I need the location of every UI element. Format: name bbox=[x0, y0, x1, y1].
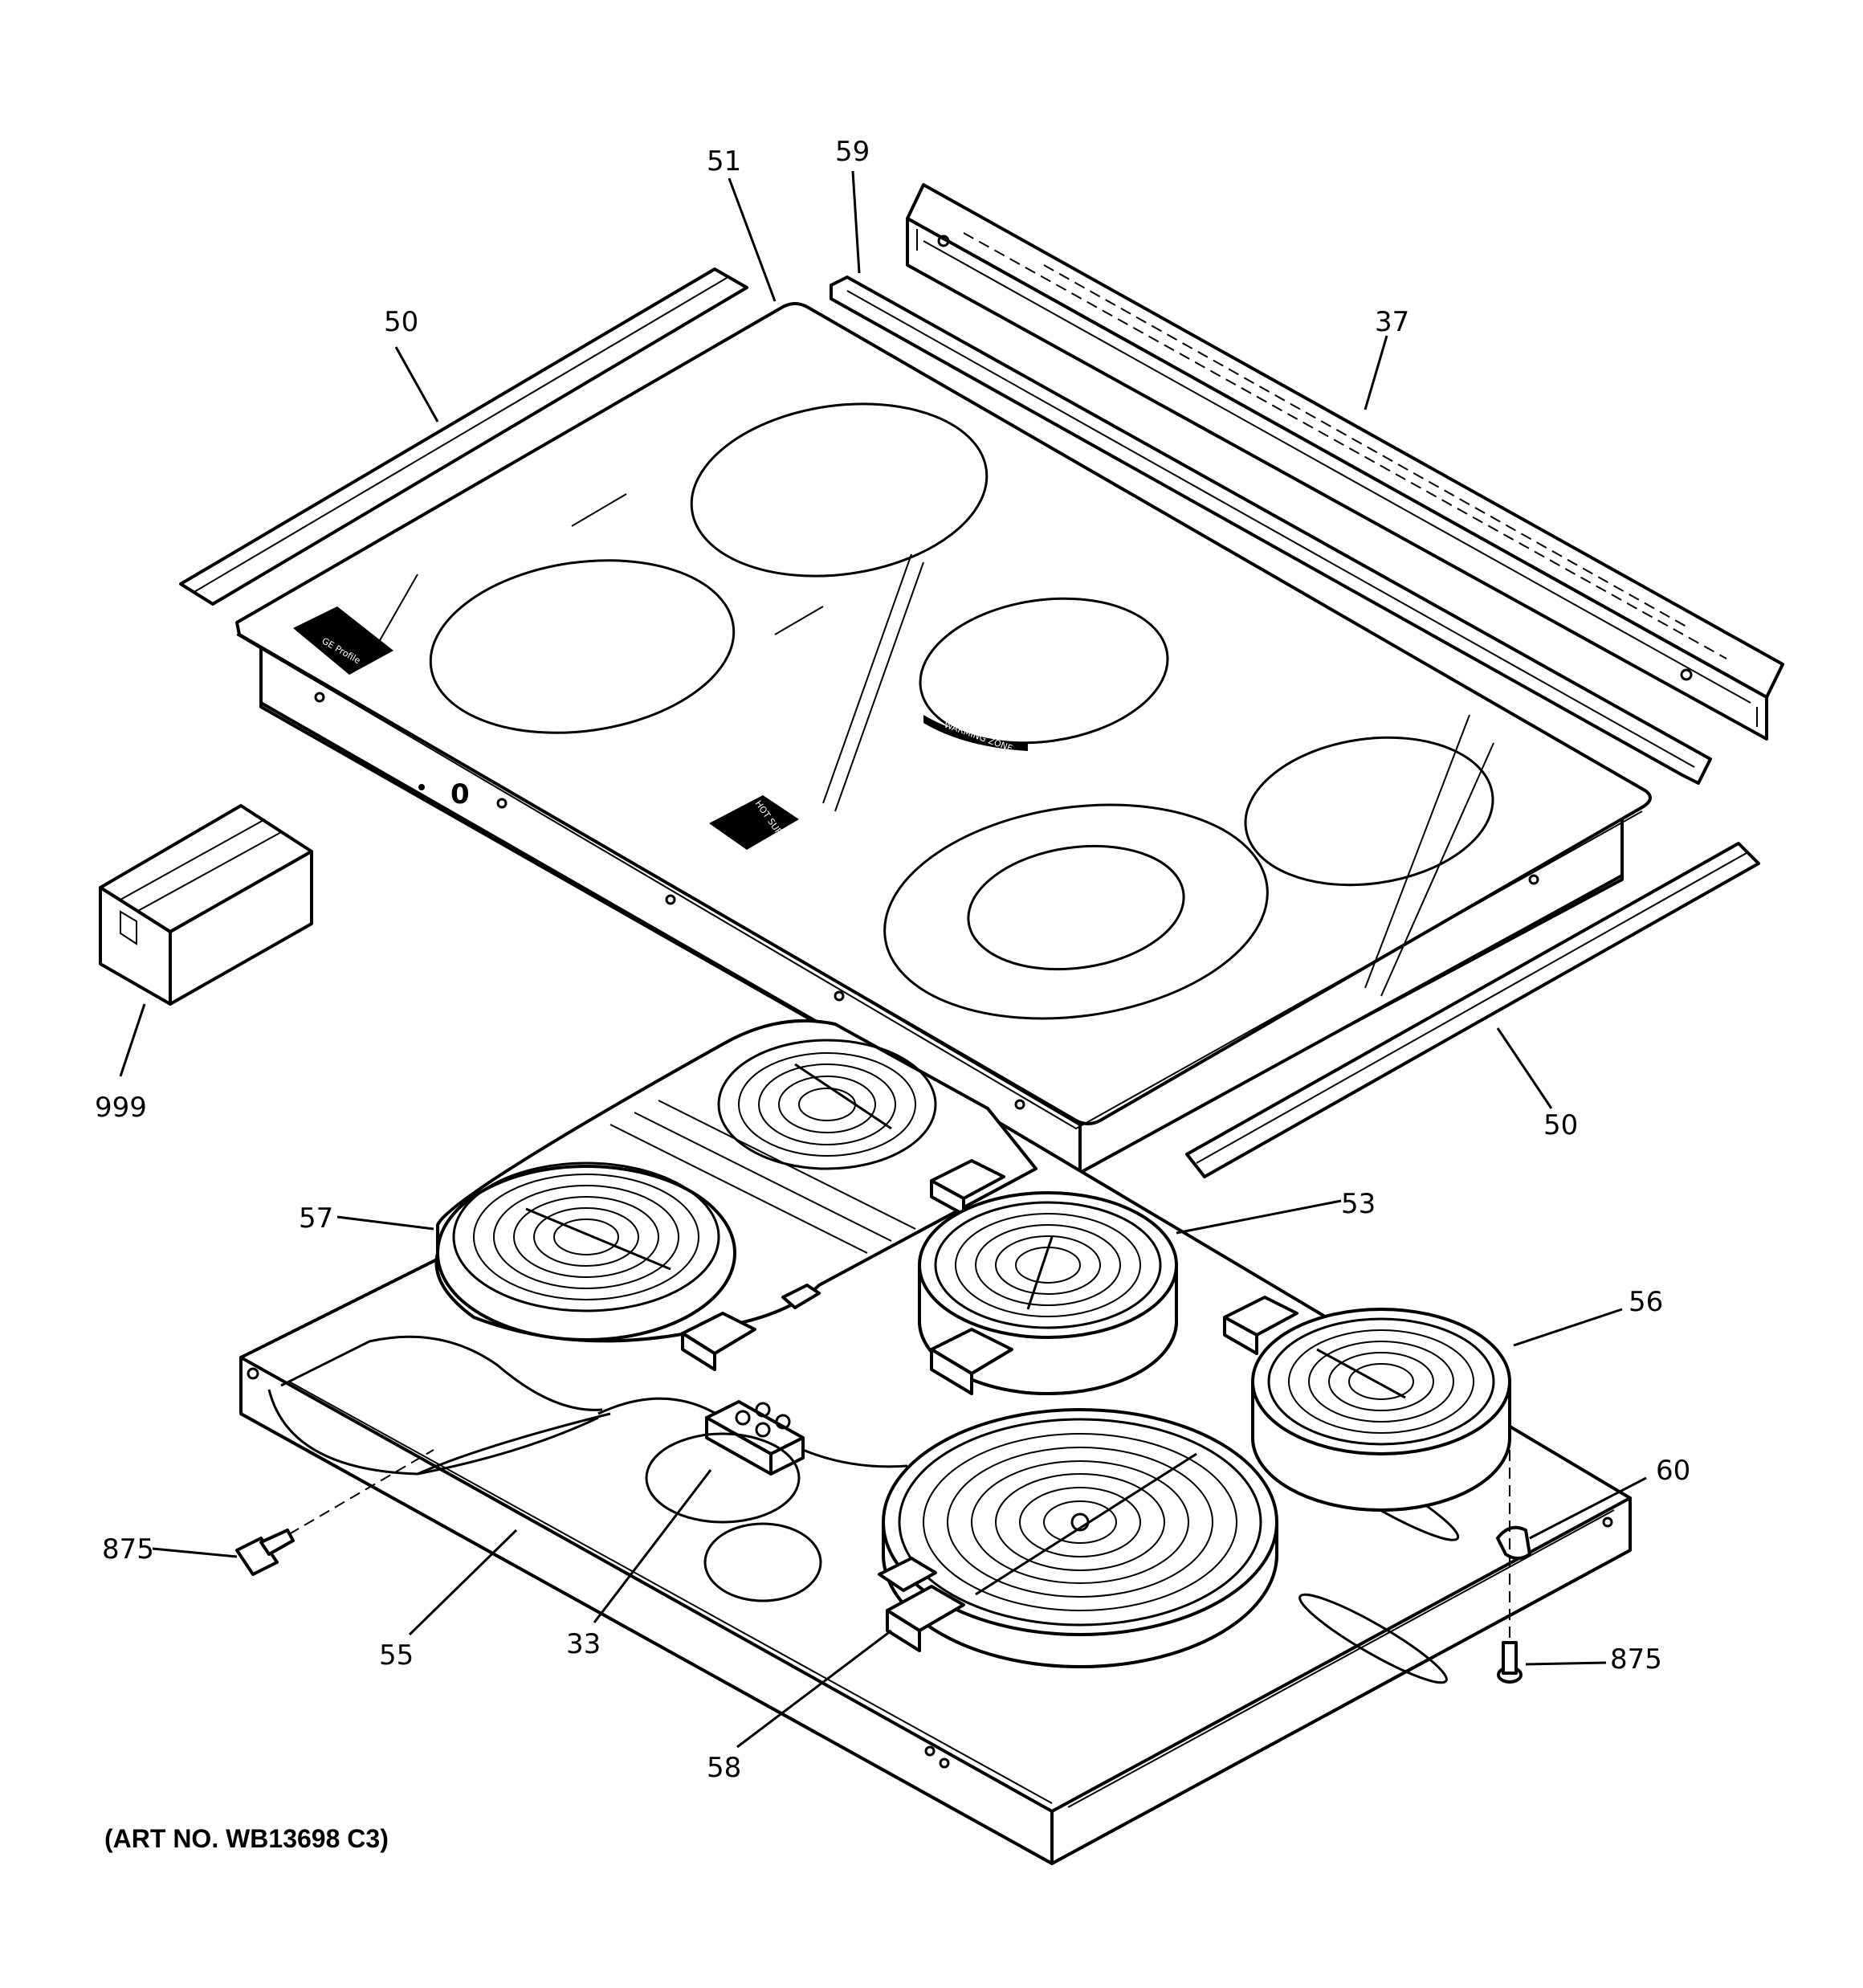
callout-56: 56 bbox=[1629, 1286, 1663, 1318]
part-50-right-trim-strip bbox=[1185, 842, 1760, 1178]
callout-51: 51 bbox=[707, 145, 741, 178]
callout-875-left: 875 bbox=[102, 1533, 154, 1565]
control-mark: 0 bbox=[450, 778, 470, 810]
part-56-radiant-element bbox=[1223, 1296, 1511, 1512]
callout-60: 60 bbox=[1656, 1455, 1690, 1487]
part-58-large-radiant-element bbox=[878, 1408, 1278, 1668]
callout-58: 58 bbox=[707, 1752, 741, 1784]
callout-37: 37 bbox=[1375, 306, 1409, 338]
part-875-screw-left bbox=[235, 1449, 434, 1576]
callouts: 50 51 59 37 999 50 57 53 56 60 875 875 5… bbox=[95, 136, 1690, 1784]
part-33-terminal-block bbox=[267, 1335, 908, 1524]
callout-57: 57 bbox=[299, 1202, 333, 1235]
callout-50-left: 50 bbox=[384, 306, 418, 338]
callout-999: 999 bbox=[95, 1092, 147, 1124]
callout-50-right: 50 bbox=[1543, 1109, 1578, 1141]
art-number: (ART NO. WB13698 C3) bbox=[104, 1824, 389, 1853]
part-60-clip bbox=[1496, 1450, 1531, 1639]
part-59-rear-strip bbox=[830, 276, 1712, 785]
callout-53: 53 bbox=[1341, 1188, 1376, 1220]
part-50-left-trim-strip bbox=[179, 267, 748, 606]
part-37-vent-trim bbox=[906, 183, 1784, 741]
part-57-dual-burner-tray bbox=[434, 1018, 1037, 1371]
part-51-glass-cooktop: GE Profile HOT SURFACE WARMING ZONE 0 bbox=[235, 302, 1652, 1174]
callout-55: 55 bbox=[379, 1639, 414, 1672]
callout-875-right: 875 bbox=[1610, 1643, 1662, 1676]
callout-33: 33 bbox=[566, 1628, 601, 1660]
leader-lines bbox=[119, 170, 1647, 1749]
part-875-screw-right bbox=[1497, 1641, 1523, 1684]
part-53-radiant-element bbox=[918, 1191, 1178, 1395]
part-999-kit-box bbox=[99, 804, 313, 1006]
callout-59: 59 bbox=[835, 136, 870, 168]
